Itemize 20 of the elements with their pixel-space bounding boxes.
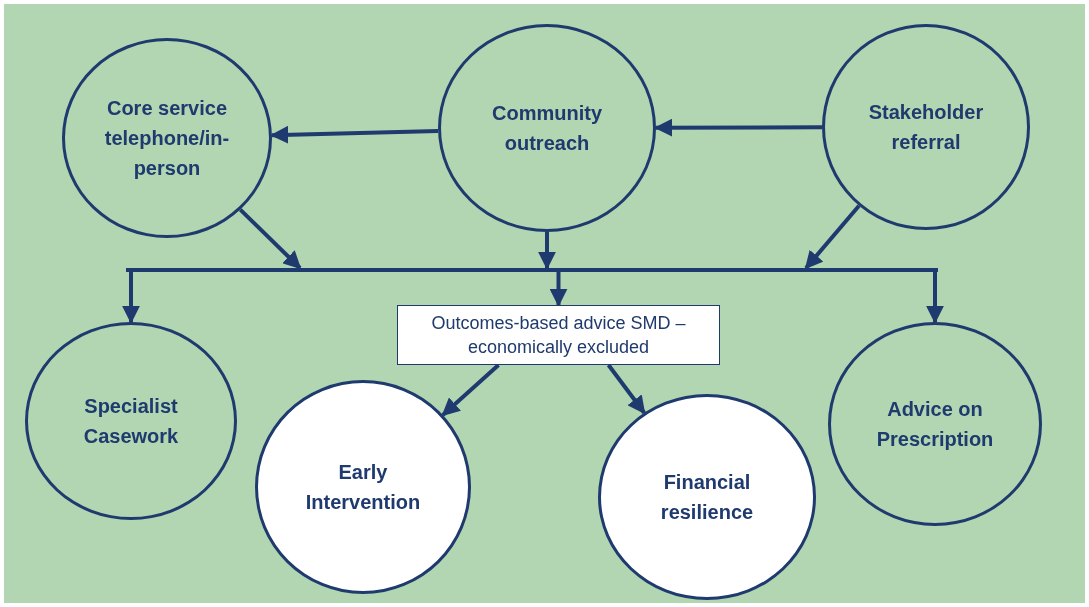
box-label: Outcomes-based advice SMD – economically excluded	[430, 312, 687, 359]
process-box	[397, 305, 720, 365]
circle-label: Core service telephone/in-person	[103, 96, 231, 181]
distribution-bar	[126, 268, 938, 272]
arrow	[804, 204, 861, 270]
circle-label: Specialist Casework	[82, 394, 180, 449]
arrow	[549, 272, 568, 307]
arrow	[926, 272, 944, 324]
arrow	[270, 125, 439, 144]
arrow	[654, 118, 822, 137]
arrow	[122, 272, 140, 324]
circle-label: Financial resilience	[659, 470, 755, 525]
circle-label: Advice on Prescription	[875, 397, 995, 452]
arrow	[441, 363, 500, 417]
arrow	[606, 363, 646, 415]
circle-label: Community outreach	[491, 101, 603, 156]
arrow	[238, 208, 302, 270]
circle-label: Early Intervention	[304, 460, 422, 515]
arrow	[538, 232, 556, 270]
circle-label: Stakeholder referral	[867, 100, 985, 155]
